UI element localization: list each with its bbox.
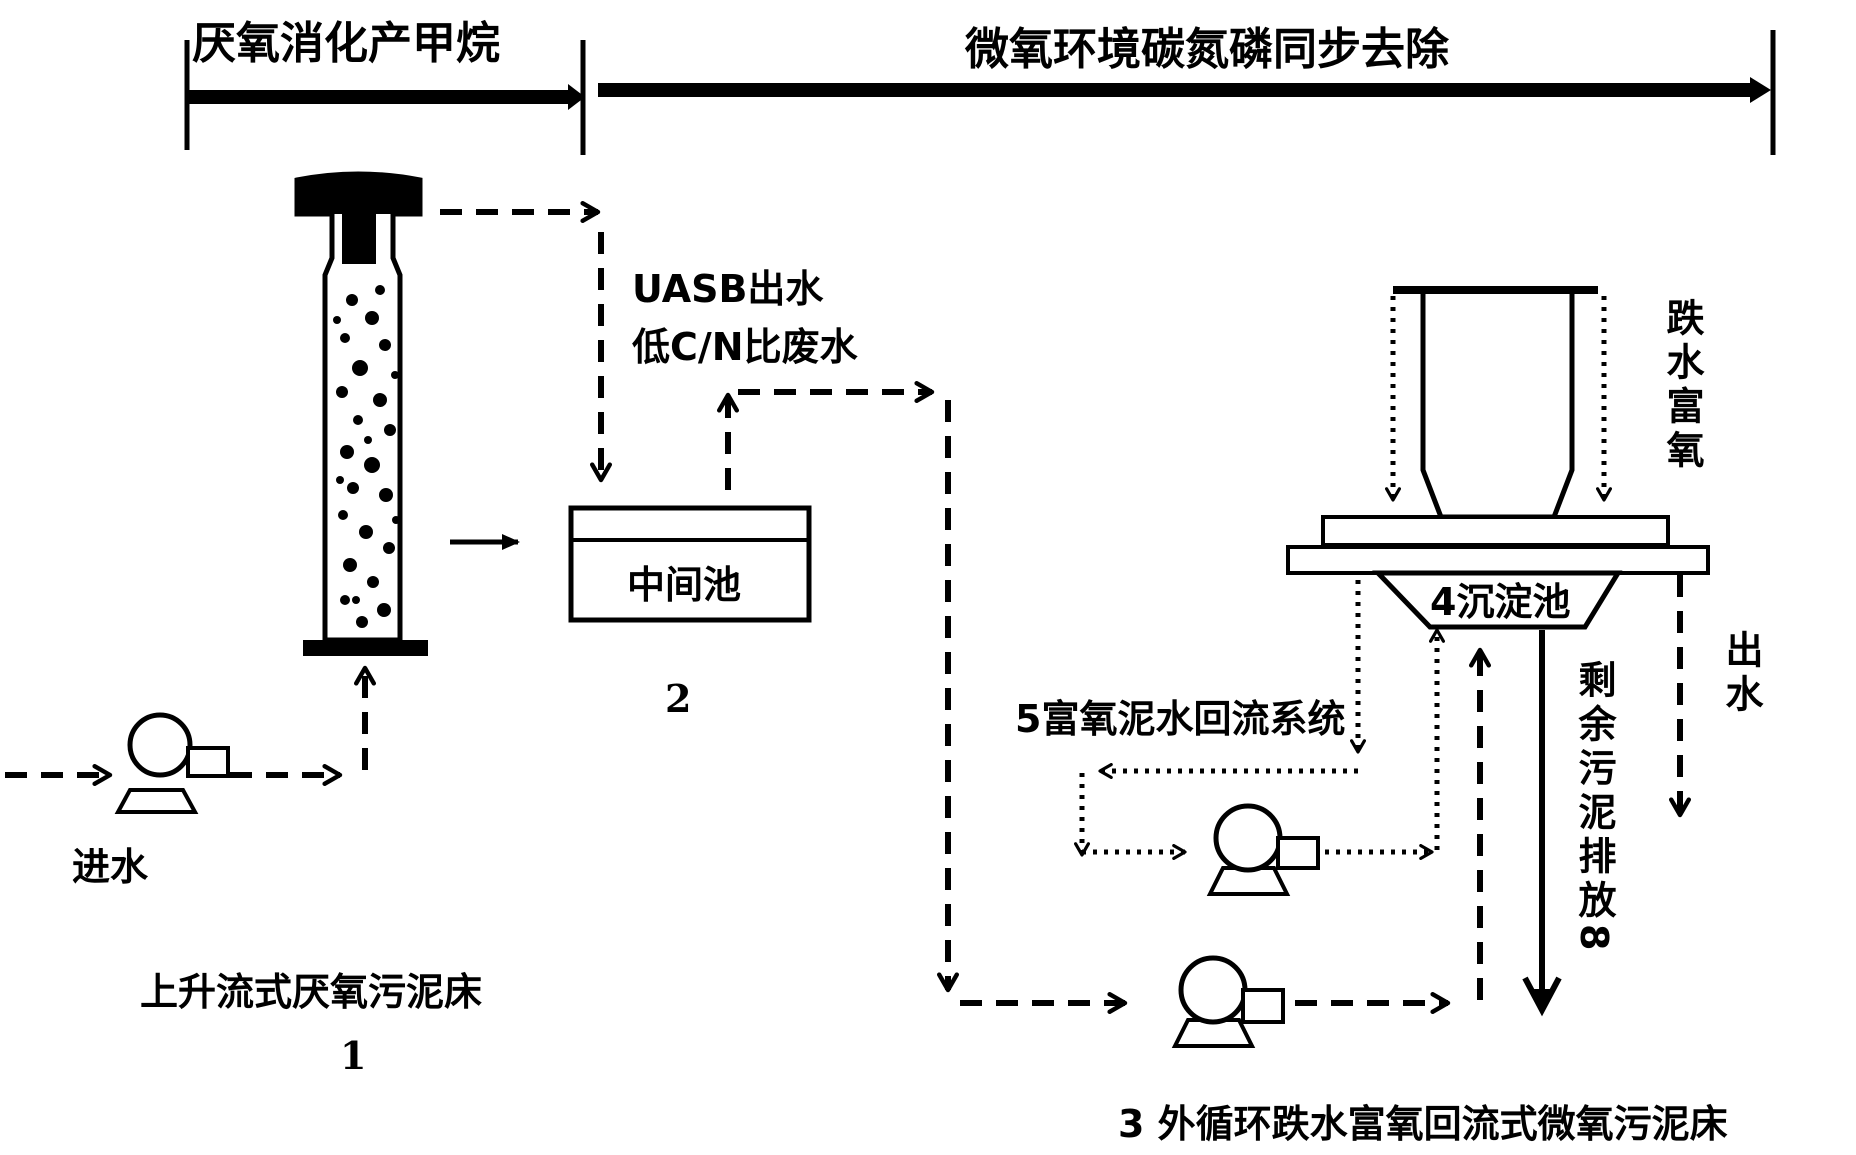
sludge-granule [343,558,357,572]
reactor-feed-pump-icon [1171,955,1285,1048]
intermediate-tank-body [568,505,812,623]
sludge-granule [359,525,373,539]
sludge-granule [384,424,396,436]
stage1-label: 厌氧消化产甲烷 [192,18,500,69]
outflow-label: 出水 [1719,630,1763,718]
sludge-granule [379,339,391,351]
sludge-granule [347,482,359,494]
sludge-granule [340,333,350,343]
sludge-granule [340,445,354,459]
sludge-granule [338,510,348,520]
intermediate-tank-number: 2 [665,676,692,721]
sludge-granule [367,576,379,588]
micro-aerobic-reactor [1286,286,1710,630]
sludge-granule [333,316,341,324]
sludge-granule [383,542,395,554]
reactor-name-label: 3 外循环跌水富氧回流式微氧污泥床 [1118,1102,1728,1146]
recycle-pump-icon [1206,803,1320,896]
uasb-reactor [294,171,428,656]
intermediate-tank-label: 中间池 [627,563,742,607]
sludge-granule [392,516,400,524]
recycle-system-label: 5富氧泥水回流系统 [1015,697,1346,741]
stage1-arrowhead [568,84,585,110]
uasb-number-label: 1 [340,1033,367,1078]
sludge-granule [365,311,379,325]
inflow-label: 进水 [72,845,149,889]
drop-aeration-label: 跌水富氧 [1660,298,1704,474]
sludge-granule [379,488,393,502]
sludge-discharge-arrowhead [1522,976,1562,1017]
lower-plate [1286,545,1710,575]
uasb-name-label: 上升流式厌氧污泥床 [140,970,483,1014]
upper-plate [1321,515,1670,547]
sludge-granule [346,294,358,306]
inflow-pump-icon [114,712,230,814]
stage2-arrowhead [1750,77,1771,103]
recycle-loop [1074,580,1445,860]
sludge-granule [391,371,399,379]
sludge-granule [364,436,372,444]
uasb-base-plate [303,640,428,656]
sludge-granule [375,285,385,295]
sedimentation-tank-label: 4沉淀池 [1430,580,1571,624]
stage2-label: 微氧环境碳氮磷同步去除 [965,24,1449,75]
sludge-granule [340,595,350,605]
reactor-vessel [1420,287,1575,520]
sludge-discharge-label: 剩余污泥排放8 [1572,660,1616,957]
sludge-granule [377,603,391,617]
sludge-granule [352,596,360,604]
low-cn-label: 低C/N比废水 [632,325,858,369]
intermediate-tank [568,505,812,623]
sludge-granule [353,415,363,425]
sedimentation-tank-hopper [1372,570,1623,630]
uasb-gas-dome [297,174,420,214]
sludge-granule [336,386,348,398]
sludge-granule [336,476,344,484]
uasb-gas-collector [342,212,376,264]
sludge-granule [364,457,380,473]
sludge-granule [373,393,387,407]
stage-timeline [184,30,1776,155]
sludge-granule [352,360,368,376]
sludge-particles [333,285,400,628]
uasb-outflow-label: UASB出水 [632,267,824,311]
sludge-granule [356,616,368,628]
